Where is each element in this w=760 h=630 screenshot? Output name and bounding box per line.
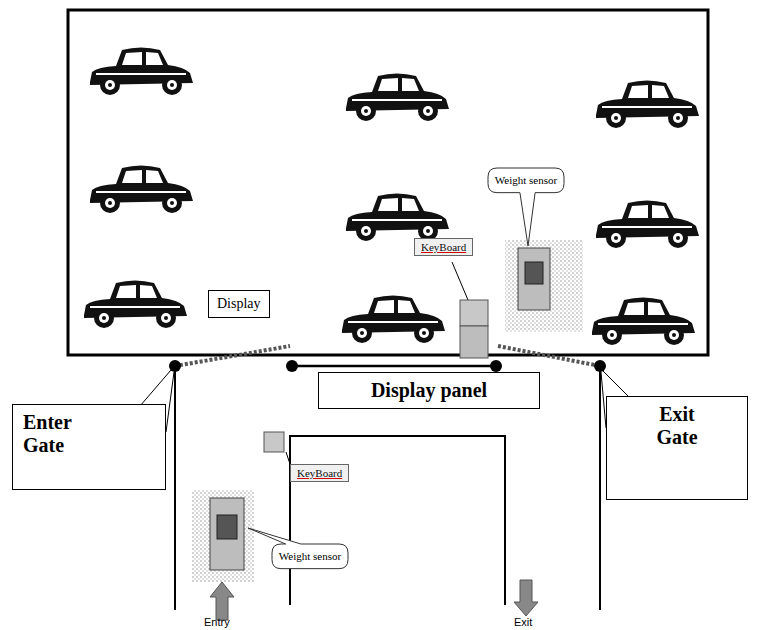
display-box: Display <box>208 290 270 318</box>
lot-outline <box>68 10 708 355</box>
entry-arrow <box>210 582 234 620</box>
enter-gate-box: Enter Gate <box>12 404 166 490</box>
weight-sensor-callout: Weight sensor <box>272 544 348 569</box>
node-text: Display panel <box>329 379 529 402</box>
display-panel-box: Display panel <box>318 372 540 409</box>
gates <box>169 346 606 610</box>
direction-label: Exit <box>514 616 532 628</box>
node-text: Display <box>217 296 261 312</box>
node-text: Weight sensor <box>493 174 559 187</box>
keyboard-kiosk <box>452 262 488 358</box>
weight-sensor-device <box>505 240 583 332</box>
entry-weight-sensor-device <box>192 490 254 582</box>
exit-gate-box: Exit Gate <box>606 396 748 500</box>
keyboard-label: KeyBoard <box>414 238 473 256</box>
keyboard-label: KeyBoard <box>290 464 349 482</box>
exit-arrow <box>514 580 538 616</box>
node-text: Weight sensor <box>277 550 343 563</box>
node-text: Enter Gate <box>23 411 93 457</box>
weight-sensor-callout: Weight sensor <box>488 168 564 193</box>
entry-keyboard-device <box>264 432 290 464</box>
island <box>290 436 505 605</box>
cars <box>84 48 699 346</box>
direction-label: Entry <box>204 616 230 628</box>
node-text: KeyBoard <box>297 467 342 479</box>
node-text: Exit Gate <box>642 403 712 449</box>
node-text: KeyBoard <box>421 241 466 253</box>
gate-leaders <box>140 370 628 432</box>
